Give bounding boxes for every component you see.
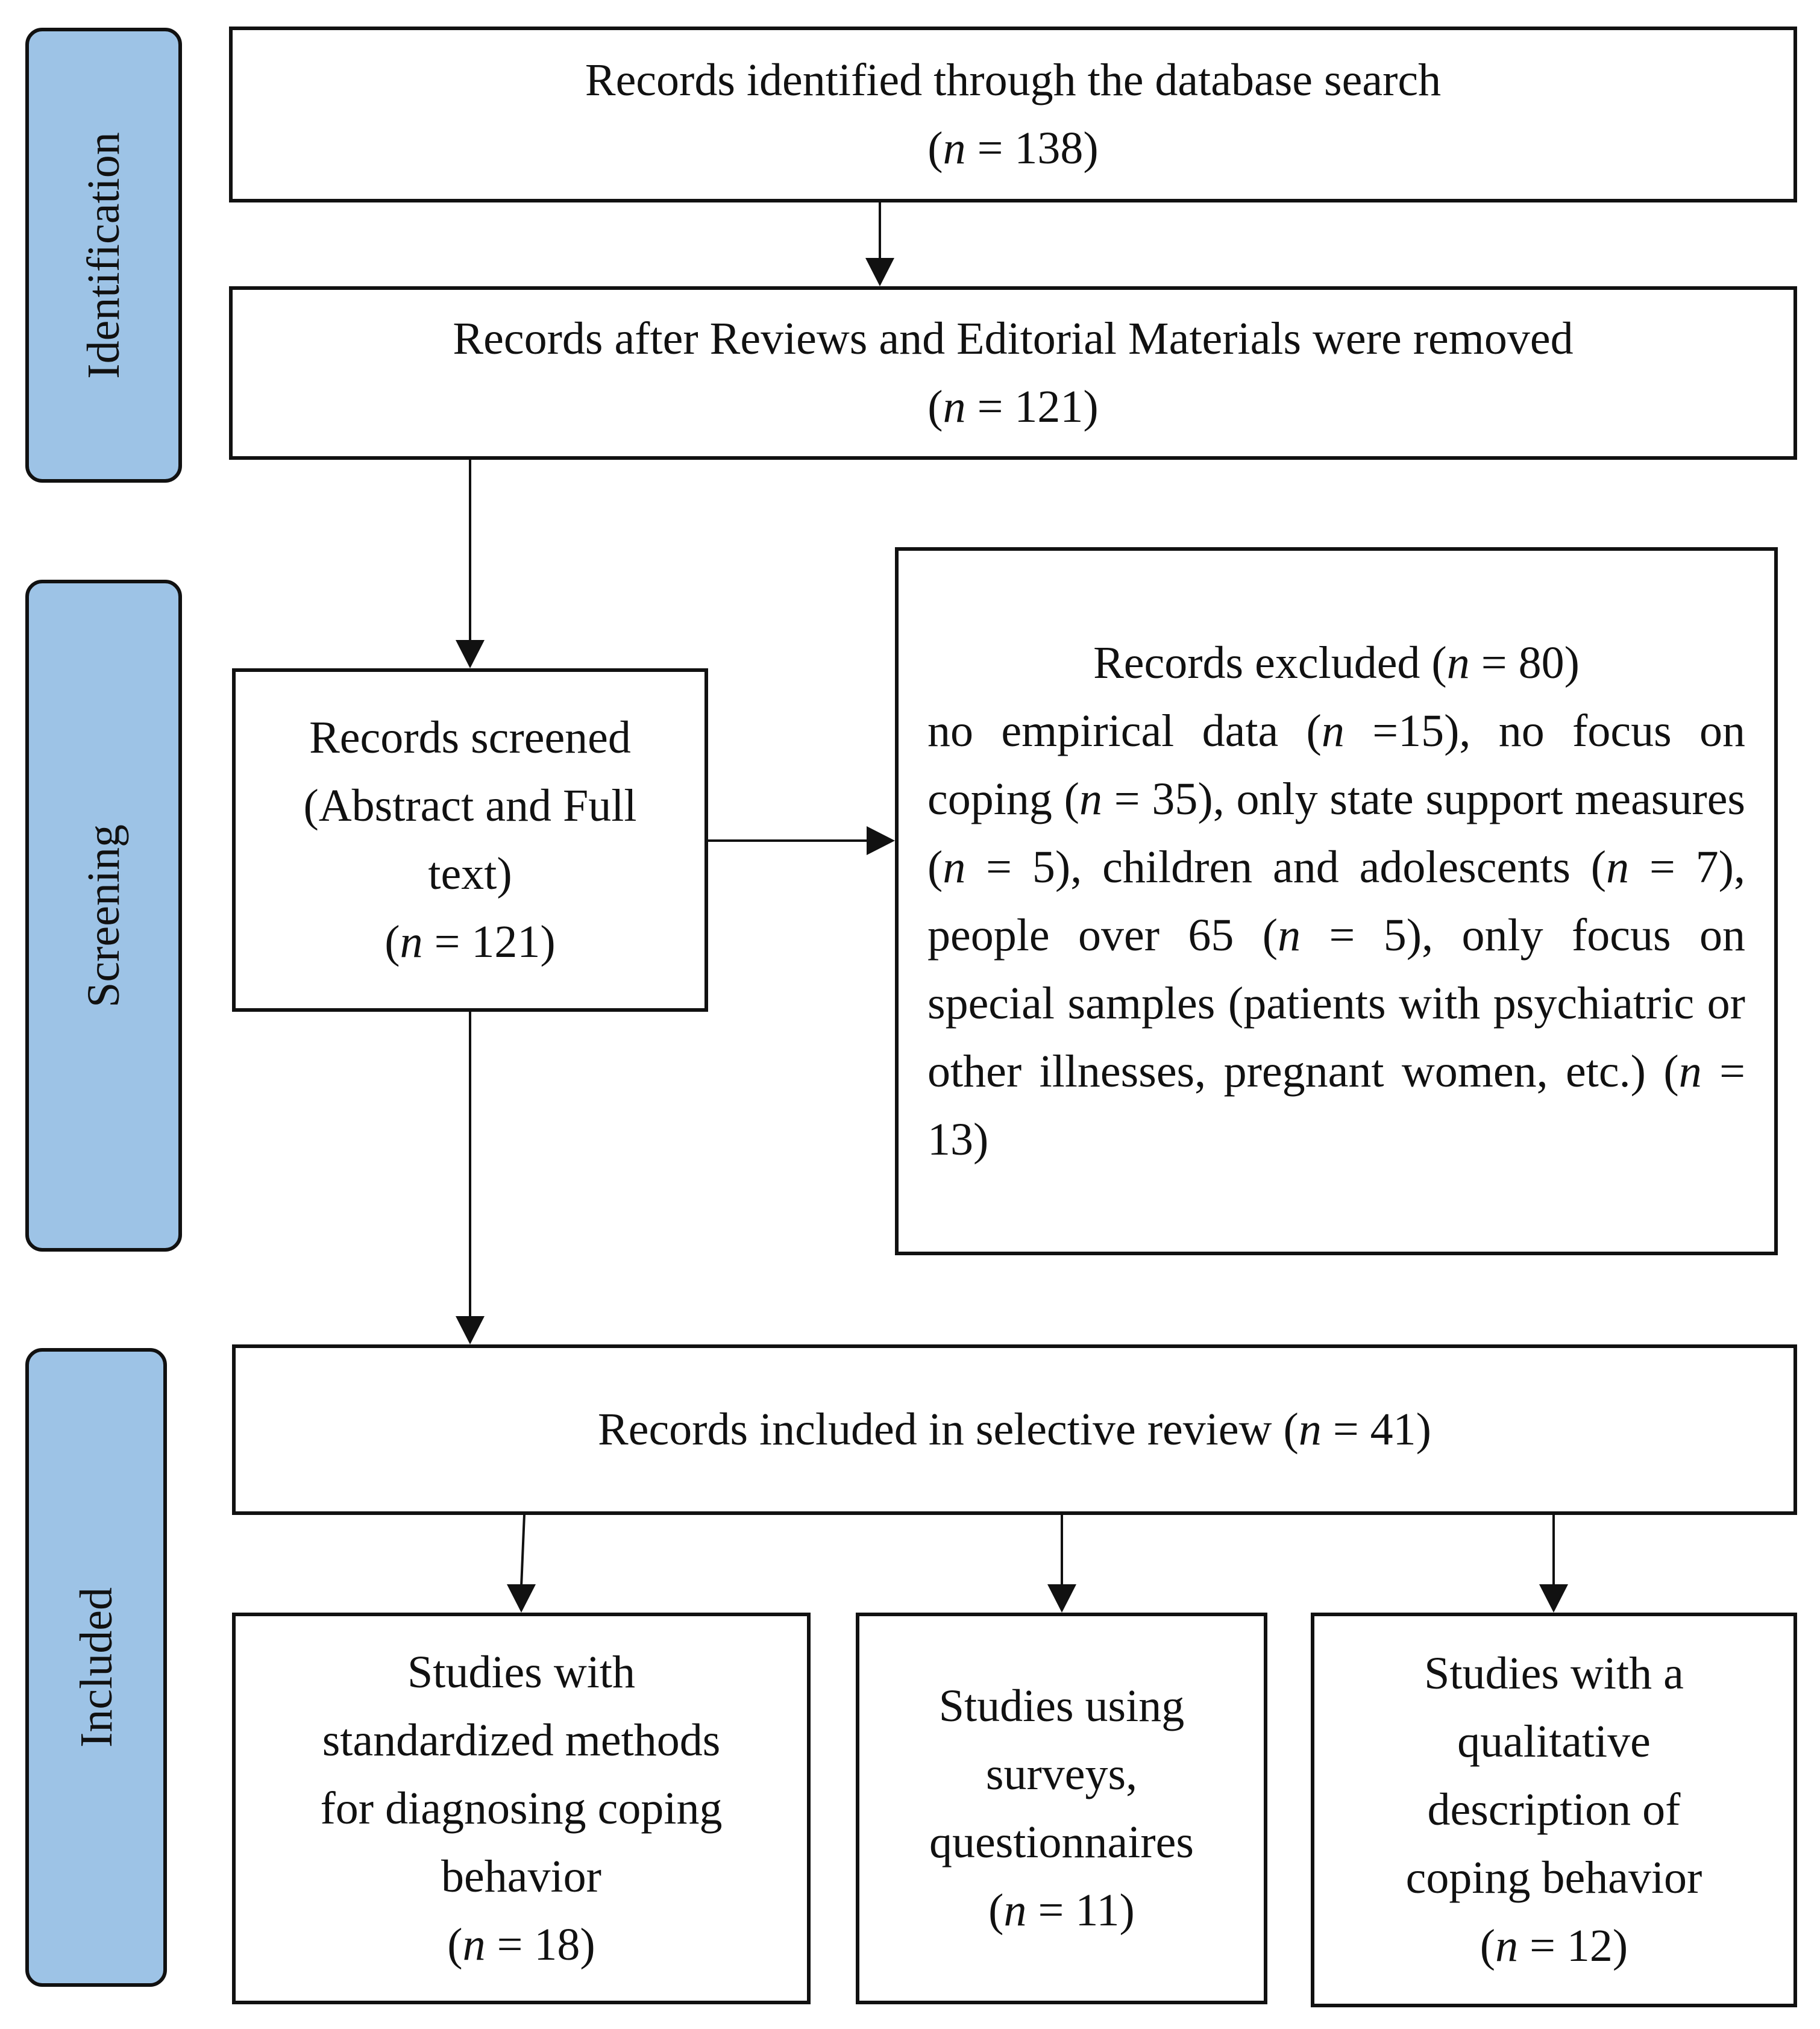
studies-surveys-box: Studies using surveys, questionnaires (n… [856, 1613, 1267, 2004]
studies-standardized-line2: standardized methods [322, 1714, 721, 1766]
studies-qualitative-box: Studies with a qualitative description o… [1311, 1613, 1797, 2007]
studies-qualitative-line3: description of [1427, 1784, 1681, 1835]
studies-standardized-line1: Studies with [407, 1646, 635, 1698]
phase-identification: Identification [25, 28, 182, 483]
studies-standardized-box: Studies with standardized methods for di… [232, 1613, 811, 2004]
identified-records-count: (n = 138) [927, 123, 1099, 174]
studies-qualitative-line4: coping behavior [1405, 1852, 1702, 1903]
studies-surveys-line1: Studies using [938, 1681, 1185, 1731]
arrowhead-removed-to-screened [456, 640, 485, 668]
records-excluded-reasons: no empirical data (n =15), no focus on c… [927, 705, 1746, 1165]
records-screened-line2: (Abstract and Full [303, 780, 637, 831]
studies-qualitative-count: (n = 12) [1480, 1921, 1628, 1971]
arrowhead-screened-to-included [456, 1316, 485, 1344]
records-after-removal-count: (n = 121) [927, 381, 1099, 432]
records-excluded-heading: Records excluded (n = 80) [1093, 637, 1580, 688]
identified-records-box: Records identified through the database … [229, 27, 1797, 202]
records-screened-count: (n = 121) [384, 917, 556, 967]
records-after-removal-box: Records after Reviews and Editorial Mate… [229, 286, 1797, 460]
phase-screening: Screening [25, 580, 182, 1252]
records-included-label: Records included in selective review (n … [598, 1404, 1431, 1455]
records-screened-box: Records screened (Abstract and Full text… [232, 668, 708, 1012]
phase-included: Included [25, 1348, 167, 1987]
identified-records-label: Records identified through the database … [585, 55, 1442, 105]
arrowhead-included-to-qualitative [1539, 1584, 1568, 1613]
records-after-removal-label: Records after Reviews and Editorial Mate… [453, 313, 1574, 364]
studies-standardized-count: (n = 18) [447, 1919, 595, 1970]
records-screened-line3: text) [428, 848, 512, 899]
records-screened-line1: Records screened [309, 712, 631, 763]
studies-surveys-count: (n = 11) [988, 1885, 1135, 1936]
arrowhead-included-to-surveys [1047, 1584, 1076, 1613]
studies-qualitative-line2: qualitative [1457, 1716, 1651, 1767]
studies-qualitative-line1: Studies with a [1424, 1648, 1684, 1699]
studies-surveys-line2: surveys, [985, 1749, 1138, 1799]
studies-standardized-line4: behavior [441, 1851, 601, 1902]
arrowhead-included-to-standardized [507, 1584, 536, 1613]
arrow-included-to-standardized [520, 1514, 526, 1587]
studies-standardized-line3: for diagnosing coping [320, 1783, 723, 1834]
arrowhead-identified-to-removed [865, 258, 894, 286]
records-included-box: Records included in selective review (n … [232, 1344, 1797, 1515]
studies-surveys-line3: questionnaires [929, 1817, 1194, 1867]
arrowhead-screened-to-excluded [867, 826, 895, 855]
records-excluded-box: Records excluded (n = 80) no empirical d… [895, 547, 1778, 1255]
